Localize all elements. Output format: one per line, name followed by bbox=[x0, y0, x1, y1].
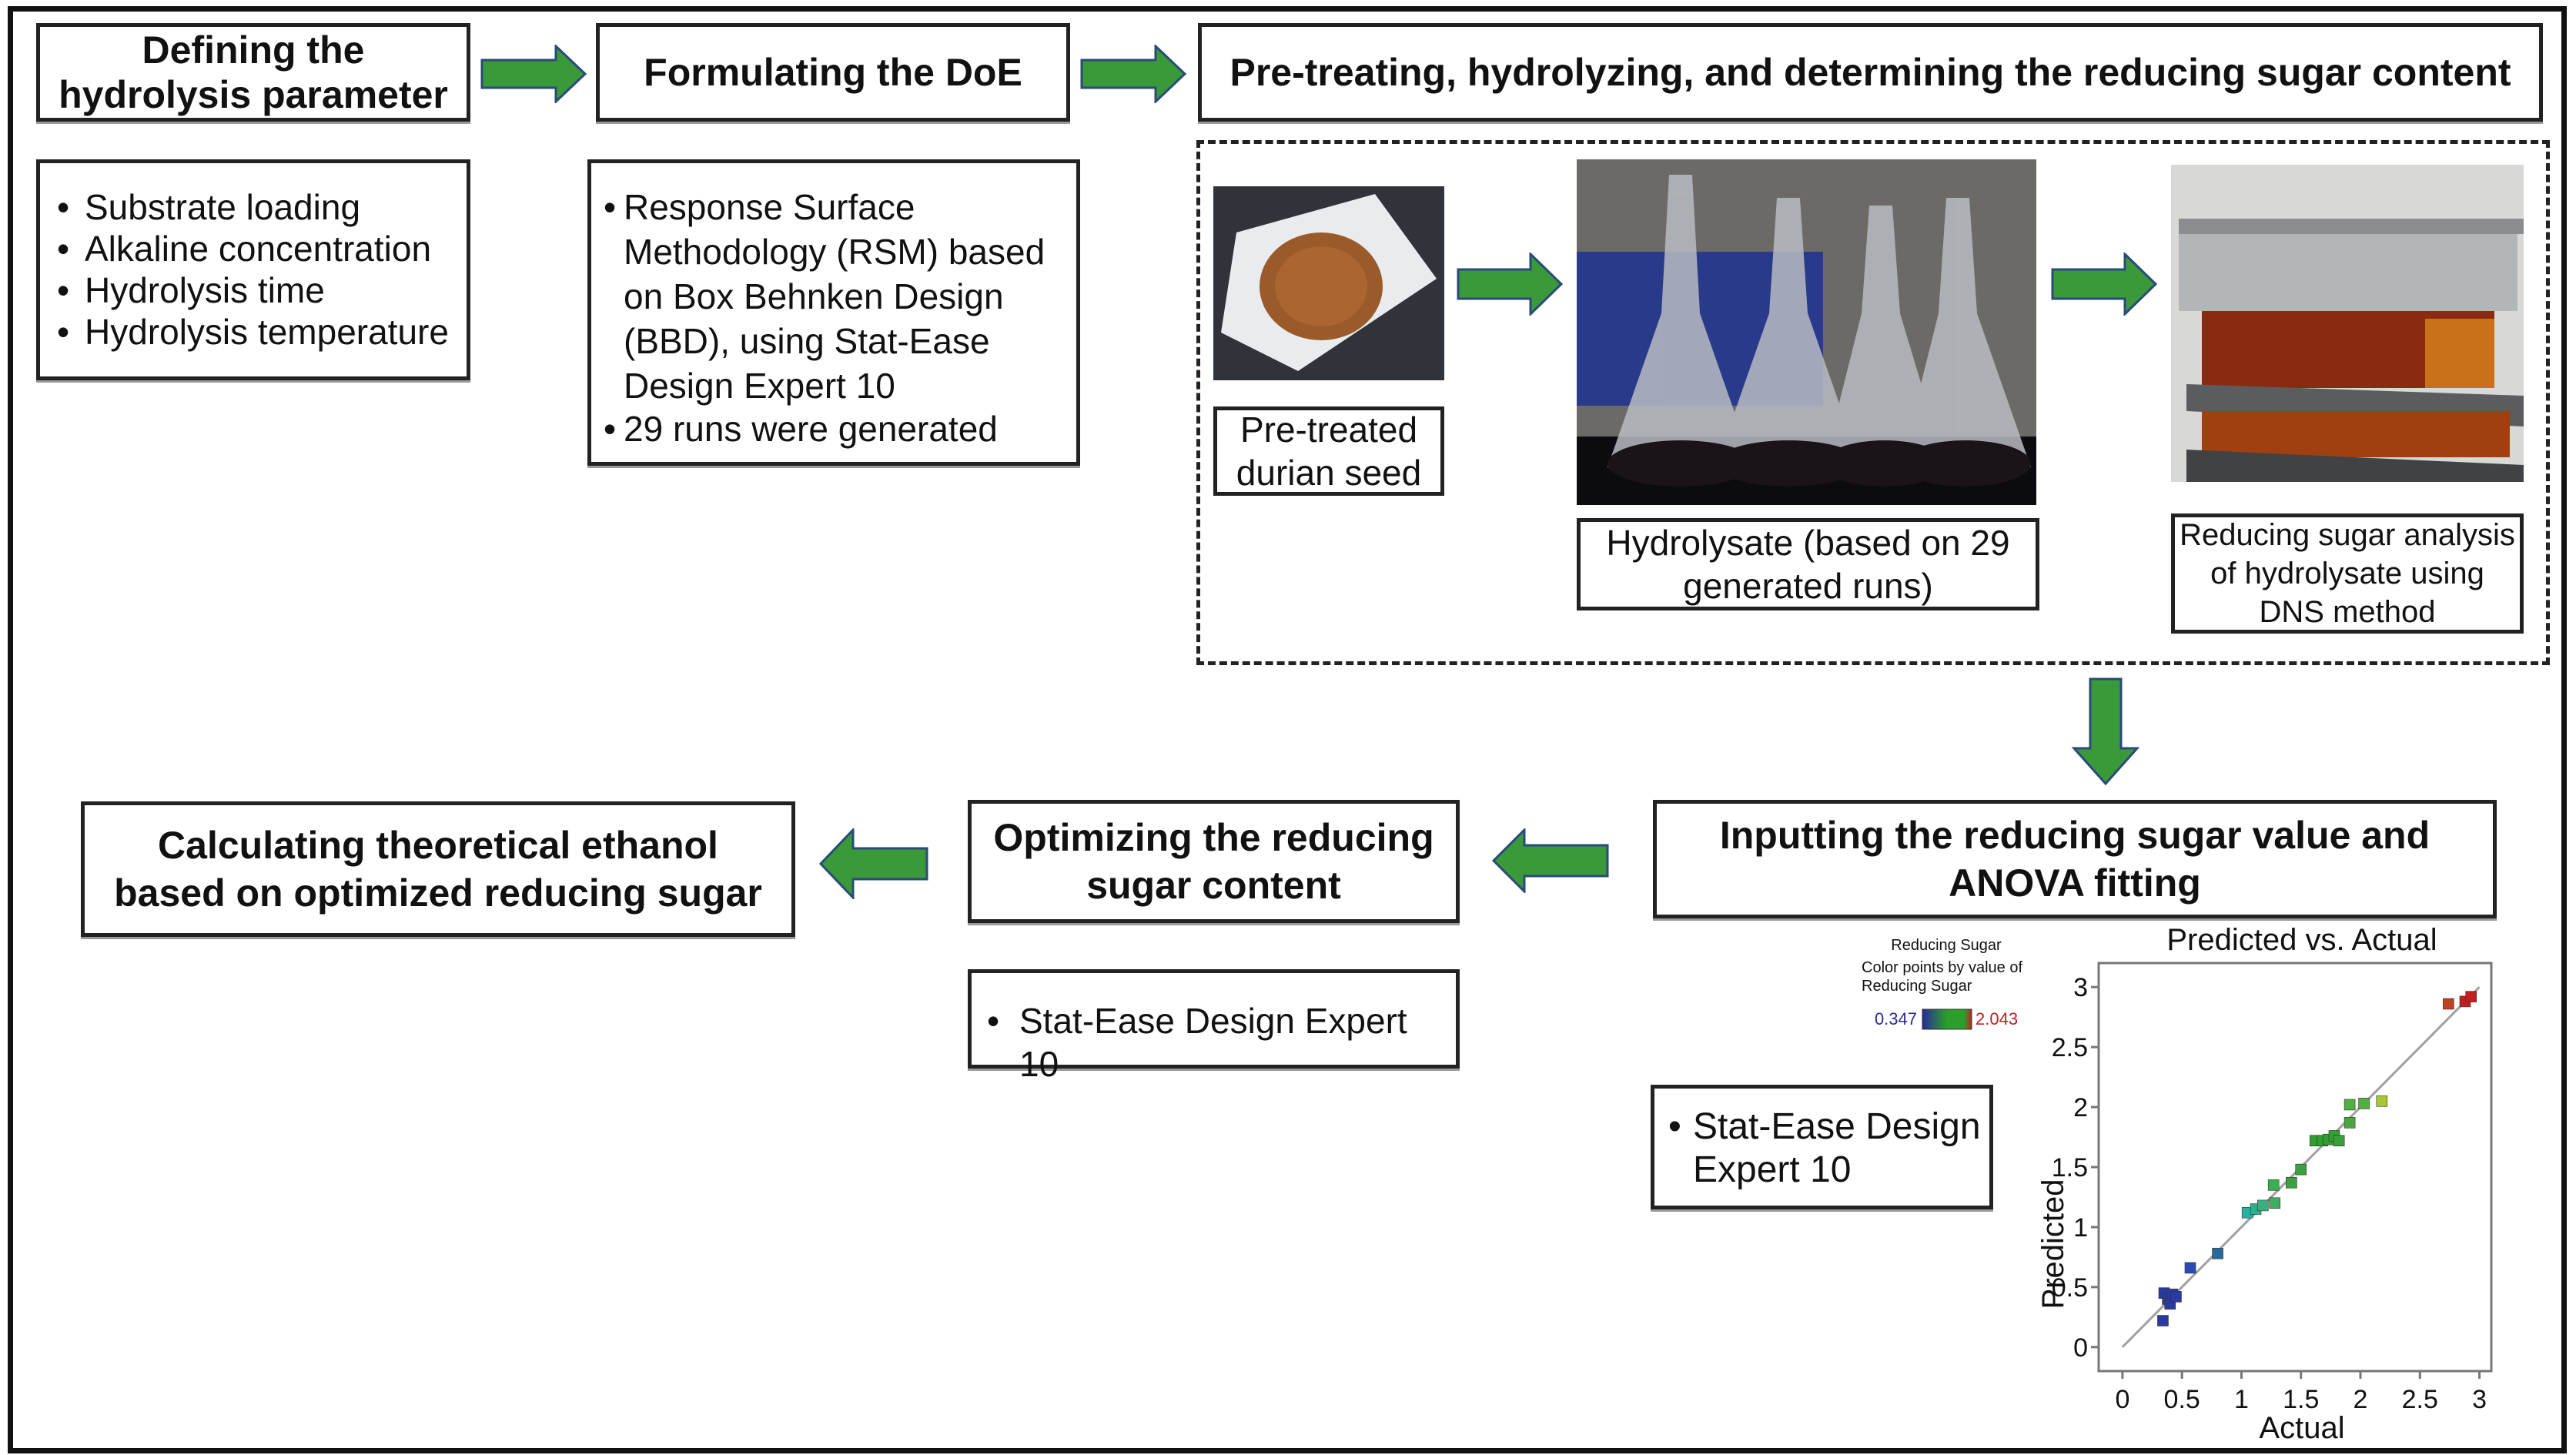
x-tick-label: 0 bbox=[2115, 1385, 2129, 1414]
step-pretreat-box: Pre-treating, hydrolyzing, and determini… bbox=[1198, 23, 2543, 122]
legend-min-label: 0.347 bbox=[1875, 1009, 1917, 1029]
step-doe-box: Formulating the DoE bbox=[596, 23, 1070, 122]
data-points bbox=[2157, 991, 2477, 1326]
legend-title: Reducing Sugar bbox=[1891, 937, 2002, 954]
y-tick-label: 0.5 bbox=[2052, 1273, 2088, 1303]
data-point bbox=[2267, 1179, 2280, 1191]
predicted-vs-actual-chart: Predicted vs. Actual Reducing Sugar Colo… bbox=[1862, 923, 2493, 1445]
legend-subtitle-line2: Reducing Sugar bbox=[1862, 978, 1972, 995]
pretreat-process-group bbox=[1196, 140, 2550, 665]
photo-label-dns-analysis: Reducing sugar analysis of hydrolysate u… bbox=[2171, 513, 2524, 634]
y-tick-label: 0 bbox=[2073, 1333, 2088, 1363]
step-doe-title: Formulating the DoE bbox=[644, 51, 1022, 94]
test-tubes-image bbox=[2171, 165, 2524, 482]
step-optimize-box: Optimizing the reducing sugar content bbox=[968, 800, 1460, 923]
arrow-right-icon bbox=[480, 45, 587, 103]
arrow-left-icon bbox=[818, 828, 928, 899]
anova-software-list: Stat-Ease Design Expert 10 bbox=[1651, 1085, 1993, 1209]
legend-max-label: 2.043 bbox=[1975, 1009, 2018, 1029]
list-item: Hydrolysis temperature bbox=[48, 311, 459, 353]
y-tick-label: 1.5 bbox=[2052, 1153, 2088, 1182]
legend-color-bar bbox=[1922, 1008, 1972, 1030]
x-tick-label: 3 bbox=[2472, 1385, 2487, 1414]
step-pretreat-title: Pre-treating, hydrolyzing, and determini… bbox=[1229, 51, 2511, 94]
step-define-title-line2: hydrolysis parameter bbox=[59, 73, 448, 116]
data-point bbox=[2269, 1197, 2281, 1209]
step-define-title-line1: Defining the bbox=[142, 28, 365, 72]
step-anova-box: Inputting the reducing sugar value and A… bbox=[1653, 800, 2497, 918]
step-define-box: Defining the hydrolysis parameter bbox=[36, 23, 470, 122]
list-item: Substrate loading bbox=[48, 186, 459, 228]
data-point bbox=[2376, 1095, 2388, 1107]
y-tick-label: 2 bbox=[2073, 1093, 2088, 1122]
step-ethanol-box: Calculating theoretical ethanol based on… bbox=[81, 801, 795, 937]
list-item: Response Surface Methodology (RSM) based… bbox=[594, 185, 1072, 408]
legend-subtitle-line1: Color points by value of bbox=[1862, 959, 2022, 976]
list-item: Hydrolysis time bbox=[48, 269, 459, 311]
durian-seed-image bbox=[1213, 186, 1444, 380]
doe-details-list: Response Surface Methodology (RSM) based… bbox=[587, 159, 1080, 466]
test-tubes-rack-photo bbox=[2171, 165, 2524, 482]
data-point bbox=[2170, 1291, 2182, 1303]
photo-label-text: Pre-treated durian seed bbox=[1236, 410, 1422, 493]
data-point bbox=[2257, 1199, 2269, 1212]
y-axis-label: Predicted bbox=[2036, 1179, 2070, 1310]
data-point bbox=[2157, 1315, 2169, 1326]
plot-area bbox=[2097, 962, 2493, 1373]
define-parameters-list: Substrate loading Alkaline concentration… bbox=[36, 159, 470, 380]
step-anova-title-line2: ANOVA fitting bbox=[1949, 861, 2201, 905]
y-tick-label: 3 bbox=[2073, 973, 2088, 1002]
data-point bbox=[2443, 998, 2454, 1010]
list-item: Alkaline concentration bbox=[48, 228, 459, 269]
list-item: Stat-Ease Design Expert 10 bbox=[1659, 1105, 1985, 1192]
x-axis-label: Actual bbox=[2259, 1411, 2344, 1445]
arrow-right-icon bbox=[2051, 253, 2158, 316]
data-point bbox=[2184, 1262, 2196, 1274]
data-point bbox=[2358, 1098, 2370, 1109]
photo-label-hydrolysate: Hydrolysate (based on 29 generated runs) bbox=[1577, 518, 2039, 610]
optimize-software-list: Stat-Ease Design Expert 10 bbox=[968, 969, 1460, 1084]
x-tick-label: 2 bbox=[2354, 1385, 2368, 1414]
data-point bbox=[2465, 991, 2477, 1002]
chart-title: Predicted vs. Actual bbox=[2166, 923, 2437, 957]
hydrolysate-flasks-photo bbox=[1577, 159, 2036, 505]
x-tick-label: 1 bbox=[2234, 1385, 2249, 1414]
durian-seed-powder-photo bbox=[1213, 186, 1444, 380]
photo-label-text: Hydrolysate (based on 29 generated runs) bbox=[1606, 523, 2010, 606]
y-axis: 0 0.5 1 1.5 2 2.5 3 bbox=[2052, 973, 2099, 1363]
arrow-right-icon bbox=[1457, 253, 1564, 316]
data-point bbox=[2295, 1163, 2307, 1176]
x-tick-label: 0.5 bbox=[2164, 1385, 2200, 1414]
data-point bbox=[2212, 1247, 2223, 1259]
x-tick-label: 1.5 bbox=[2283, 1385, 2319, 1414]
step-ethanol-title-line2: based on optimized reducing sugar bbox=[114, 871, 762, 915]
photo-label-text: Reducing sugar analysis of hydrolysate u… bbox=[2180, 518, 2515, 629]
y-tick-label: 1 bbox=[2073, 1213, 2088, 1243]
step-optimize-title-line2: sugar content bbox=[1086, 864, 1341, 907]
step-anova-title-line1: Inputting the reducing sugar value and bbox=[1719, 814, 2430, 857]
x-axis: 0 0.5 1 1.5 2 2.5 3 bbox=[2115, 1371, 2487, 1414]
data-point bbox=[2343, 1099, 2356, 1111]
photo-label-durian-seed: Pre-treated durian seed bbox=[1213, 406, 1444, 496]
list-item: 29 runs were generated bbox=[594, 408, 1072, 450]
step-optimize-title-line1: Optimizing the reducing bbox=[993, 816, 1434, 859]
data-point bbox=[2333, 1135, 2345, 1147]
arrow-down-icon bbox=[2071, 677, 2140, 786]
data-point bbox=[2343, 1117, 2356, 1129]
hydrolysate-flasks-image bbox=[1577, 159, 2036, 505]
y-tick-label: 2.5 bbox=[2052, 1033, 2088, 1062]
step-ethanol-title-line1: Calculating theoretical ethanol bbox=[158, 824, 718, 867]
list-item: Stat-Ease Design Expert 10 bbox=[978, 999, 1453, 1085]
data-point bbox=[2286, 1176, 2297, 1189]
arrow-right-icon bbox=[1080, 45, 1187, 103]
x-tick-label: 2.5 bbox=[2402, 1385, 2438, 1414]
arrow-left-icon bbox=[1491, 828, 1609, 893]
